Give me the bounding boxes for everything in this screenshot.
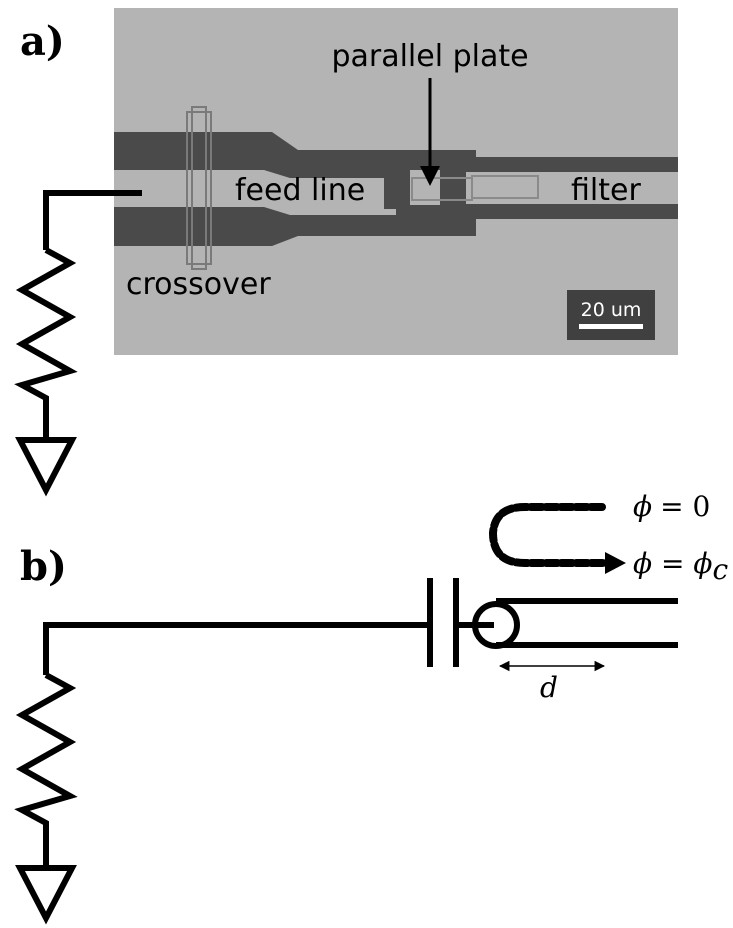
parallel-plate-arrowhead [420,166,440,186]
label-filter: filter [571,173,641,208]
scale-bar-line [579,324,643,329]
crossover-inner [191,106,207,270]
micrograph: parallel plate feed line filter crossove… [114,8,678,355]
panel-a-wire [43,190,142,250]
panel-b-ground-icon [15,865,77,925]
phase-loop-path [488,503,612,567]
filter-outline [471,175,539,199]
label-crossover: crossover [126,267,271,302]
upper-metal-plane [114,132,678,178]
feed-pad [384,173,404,209]
crossover-outer [186,111,212,265]
phase-bottom-eq: = [652,547,693,580]
label-feed-line: feed line [235,173,365,208]
capacitor-frame [396,160,466,215]
lower-metal-plane [114,204,678,246]
phase-bottom-rhs-symbol: ϕ [693,547,712,580]
phase-label-top: ϕ= 0 [633,490,710,523]
panel-b-resistor-icon [14,672,78,866]
distance-label: d [540,671,558,704]
scale-bar-box [567,290,655,340]
panel-b-wire [43,622,428,675]
panel-a-ground-icon [15,437,77,497]
panel-b-label: b) [20,543,67,590]
panel-a-label: a) [20,18,65,65]
phase-loop-arrowhead [605,552,626,574]
scale-bar-label: 20 um [581,299,642,321]
phase-bottom-subscript: c [712,553,728,586]
panel-a-resistor-icon [14,247,78,438]
label-parallel-plate: parallel plate [331,39,528,74]
phase-bottom-symbol: ϕ [633,547,652,580]
phase-label-bottom: ϕ = ϕc [633,547,728,586]
phase-top-symbol: ϕ [633,490,652,523]
phase-top-rhs: = 0 [660,490,710,523]
